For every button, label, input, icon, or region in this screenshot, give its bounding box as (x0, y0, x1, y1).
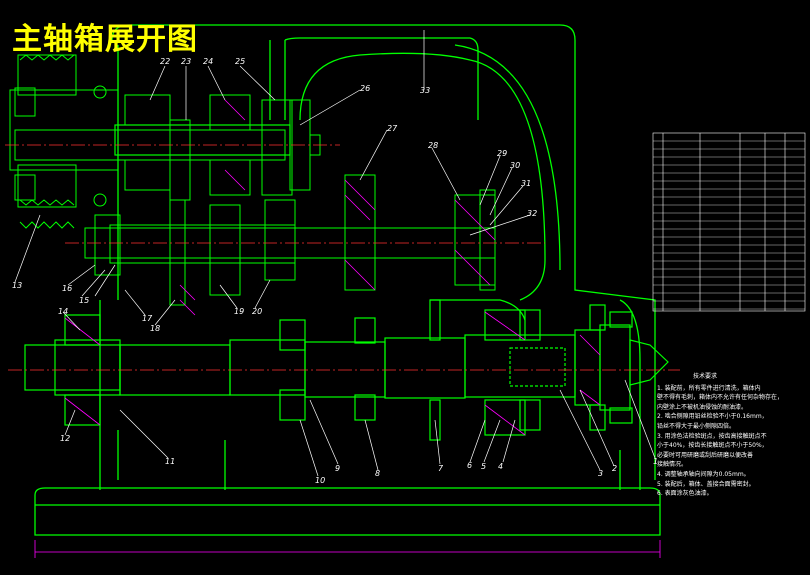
main-spindle (24, 299, 669, 441)
drawing-title: 主轴箱展开图 (12, 22, 198, 57)
callout-33: 33 (420, 86, 431, 95)
tech-req-line: 必要时可用研磨或刮后研磨以便改善 (657, 451, 754, 459)
center-lines (5, 144, 680, 371)
callout-18: 18 (150, 324, 161, 333)
callout-29: 29 (497, 149, 508, 158)
middle-shaft (84, 174, 496, 306)
callout-6: 6 (467, 461, 473, 470)
tech-req-line: 4. 调整轴承轴向间隙为0.05mm。 (657, 470, 750, 478)
callout-32: 32 (527, 209, 538, 218)
callout-24: 24 (203, 57, 214, 66)
leader-lines (14, 30, 656, 477)
tech-req-line: 3. 用涂色法检验斑点，按齿高接触斑点不 (657, 432, 767, 440)
callout-15: 15 (79, 296, 90, 305)
callout-3: 3 (598, 469, 604, 478)
tech-req-line: 2. 啮合侧隙用铅丝检验不小于0.16mm， (657, 413, 768, 421)
callout-10: 10 (315, 476, 326, 485)
parts-list-table (652, 132, 806, 312)
tech-req-line: 1. 装配前，所有零件进行清洗，箱体内 (657, 384, 761, 392)
callout-26: 26 (360, 84, 371, 93)
tech-req-line: 接触情况。 (657, 461, 688, 469)
callout-5: 5 (481, 462, 487, 471)
callout-7: 7 (438, 464, 444, 473)
tech-req-heading: 技术要求 (692, 373, 717, 380)
parts-list-rows (653, 140, 805, 310)
upper-input-shaft (9, 54, 321, 229)
callout-12: 12 (60, 434, 71, 443)
callout-16: 16 (62, 284, 73, 293)
tech-req-line: 小于40%，按齿长接触斑点不小于50%， (657, 442, 768, 450)
section-hatching (64, 99, 601, 436)
callout-11: 11 (165, 457, 176, 466)
callout-28: 28 (428, 141, 439, 150)
callout-25: 25 (235, 57, 246, 66)
callout-31: 31 (521, 179, 532, 188)
callout-30: 30 (510, 161, 521, 170)
callout-2: 2 (612, 464, 618, 473)
technical-requirements: 技术要求 1. 装配前，所有零件进行清洗，箱体内 壁不得有毛刺，箱体内不允许有任… (657, 372, 803, 499)
tech-req-line: 内壁涂上不被机油侵蚀的耐油漆。 (657, 403, 748, 411)
callout-8: 8 (375, 469, 381, 478)
housing (34, 24, 661, 536)
tech-req-line: 壁不得有毛刺，箱体内不允许有任何杂物存在， (657, 394, 784, 402)
tech-req-line: 铅丝不得大于最小侧隙四倍。 (657, 422, 736, 430)
tech-req-line: 5. 装配后，箱体、盖接合面需密封。 (657, 480, 755, 488)
callout-9: 9 (335, 464, 341, 473)
callout-23: 23 (181, 57, 192, 66)
callout-27: 27 (387, 124, 398, 133)
callout-1: 1 (653, 457, 659, 466)
tech-req-line: 6. 表面涂灰色油漆。 (657, 490, 713, 498)
callout-17: 17 (142, 314, 153, 323)
tech-req-lines: 1. 装配前，所有零件进行清洗，箱体内 壁不得有毛刺，箱体内不允许有任何杂物存在… (657, 384, 803, 499)
callout-4: 4 (498, 462, 504, 471)
callout-14: 14 (58, 307, 69, 316)
callout-20: 20 (252, 307, 263, 316)
overall-dimension (34, 540, 661, 558)
callout-22: 22 (160, 57, 171, 66)
callout-19: 19 (234, 307, 245, 316)
callout-13: 13 (12, 281, 23, 290)
